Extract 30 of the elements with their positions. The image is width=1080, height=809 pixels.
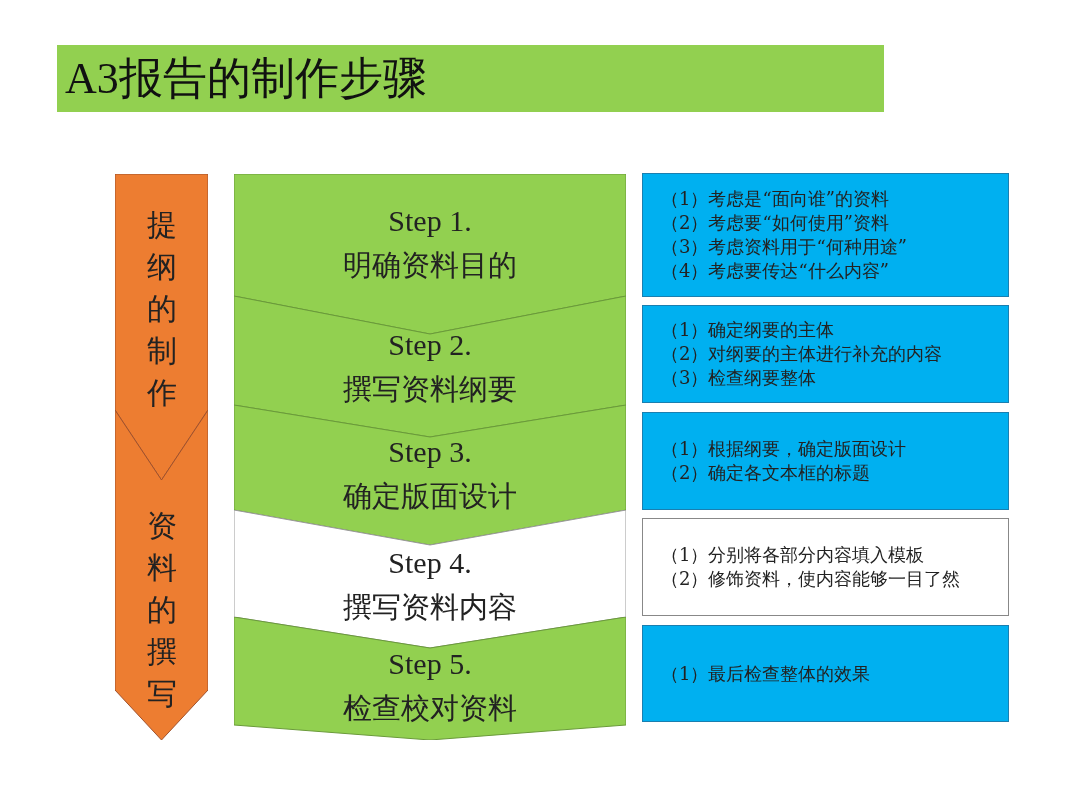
note-text: （4）考虑要传达“什么内容” bbox=[661, 259, 890, 283]
step-number: Step 3. bbox=[388, 435, 472, 468]
note-text: （3）考虑资料用于“何种用途” bbox=[661, 235, 908, 259]
title-text: A3报告的制作步骤 bbox=[65, 53, 427, 105]
step-number: Step 1. bbox=[388, 204, 472, 237]
stage-label: 资料的撰写 bbox=[145, 507, 178, 713]
note-text: （1）最后检查整体的效果 bbox=[661, 661, 872, 686]
note-text: （2）确定各文本框的标题 bbox=[661, 461, 872, 485]
note-panel bbox=[642, 625, 1009, 722]
note-text: （1）根据纲要，确定版面设计 bbox=[661, 437, 908, 461]
note-text: （2）修饰资料，使内容能够一目了然 bbox=[661, 567, 962, 591]
note-panel bbox=[642, 412, 1009, 510]
note-text: （1）分别将各部分内容填入模板 bbox=[661, 543, 926, 567]
stage-label: 提纲的制作 bbox=[145, 206, 178, 412]
note-panel bbox=[642, 305, 1009, 403]
note-text: （2）考虑要“如何使用”资料 bbox=[661, 211, 890, 235]
note-text: （2）对纲要的主体进行补充的内容 bbox=[661, 342, 944, 366]
step-number: Step 4. bbox=[388, 546, 472, 579]
step-title: 确定版面设计 bbox=[343, 479, 517, 513]
step-title: 明确资料目的 bbox=[343, 248, 517, 282]
note-text: （1）考虑是“面向谁”的资料 bbox=[661, 187, 890, 211]
note-text: （1）确定纲要的主体 bbox=[661, 318, 836, 342]
step-number: Step 5. bbox=[388, 647, 472, 680]
note-panel bbox=[642, 518, 1009, 616]
step-number: Step 2. bbox=[388, 328, 472, 361]
note-panel bbox=[642, 173, 1009, 297]
step-title: 检查校对资料 bbox=[343, 691, 517, 725]
note-text: （3）检查纲要整体 bbox=[661, 366, 818, 390]
step-title: 撰写资料内容 bbox=[343, 590, 517, 624]
step-title: 撰写资料纲要 bbox=[343, 372, 517, 406]
